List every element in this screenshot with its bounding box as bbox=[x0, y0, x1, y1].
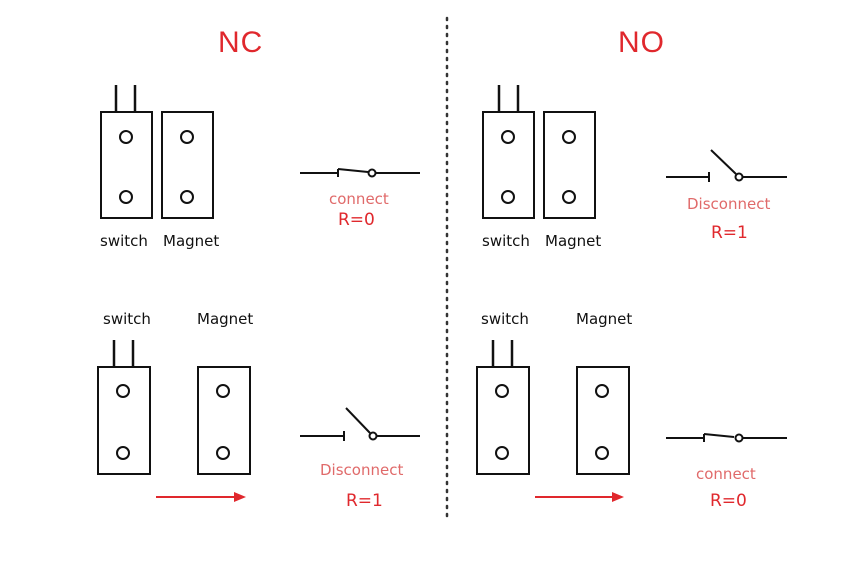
no-bottom-magnet-label: Magnet bbox=[576, 310, 633, 328]
nc-bottom-switch-label: switch bbox=[103, 310, 151, 328]
no-top-switch-label: switch bbox=[482, 232, 530, 250]
nc-top-magnet-body bbox=[161, 111, 214, 219]
no-bottom-magnet-body bbox=[576, 366, 630, 475]
no-bottom-switch-body bbox=[476, 340, 530, 475]
no-bottom-state-label: connect bbox=[696, 465, 756, 483]
no-top-open-switch-symbol bbox=[666, 149, 787, 182]
nc-bottom-magnet-body bbox=[197, 366, 251, 475]
no-bottom-move-arrow bbox=[535, 492, 624, 502]
nc-bottom-move-arrow bbox=[156, 492, 246, 502]
nc-bottom-magnet-label: Magnet bbox=[197, 310, 254, 328]
nc-top-resistance-label: R=0 bbox=[338, 210, 375, 230]
no-top-magnet-body bbox=[543, 111, 596, 219]
nc-top-closed-switch-symbol bbox=[300, 168, 420, 178]
no-title: NO bbox=[618, 26, 665, 59]
no-top-state-label: Disconnect bbox=[687, 195, 771, 213]
nc-bottom-open-switch-symbol bbox=[300, 407, 420, 441]
no-bottom-closed-switch-symbol bbox=[666, 433, 787, 443]
nc-top-magnet-label: Magnet bbox=[163, 232, 220, 250]
nc-bottom-switch-body bbox=[97, 340, 151, 475]
no-top-resistance-label: R=1 bbox=[711, 223, 748, 243]
nc-title: NC bbox=[218, 26, 264, 59]
no-bottom-resistance-label: R=0 bbox=[710, 491, 747, 511]
nc-top-switch-label: switch bbox=[100, 232, 148, 250]
nc-top-state-label: connect bbox=[329, 190, 389, 208]
nc-top-switch-body bbox=[100, 85, 153, 219]
nc-bottom-resistance-label: R=1 bbox=[346, 491, 383, 511]
no-bottom-switch-label: switch bbox=[481, 310, 529, 328]
nc-bottom-state-label: Disconnect bbox=[320, 461, 404, 479]
no-top-magnet-label: Magnet bbox=[545, 232, 602, 250]
no-top-switch-body bbox=[482, 85, 535, 219]
